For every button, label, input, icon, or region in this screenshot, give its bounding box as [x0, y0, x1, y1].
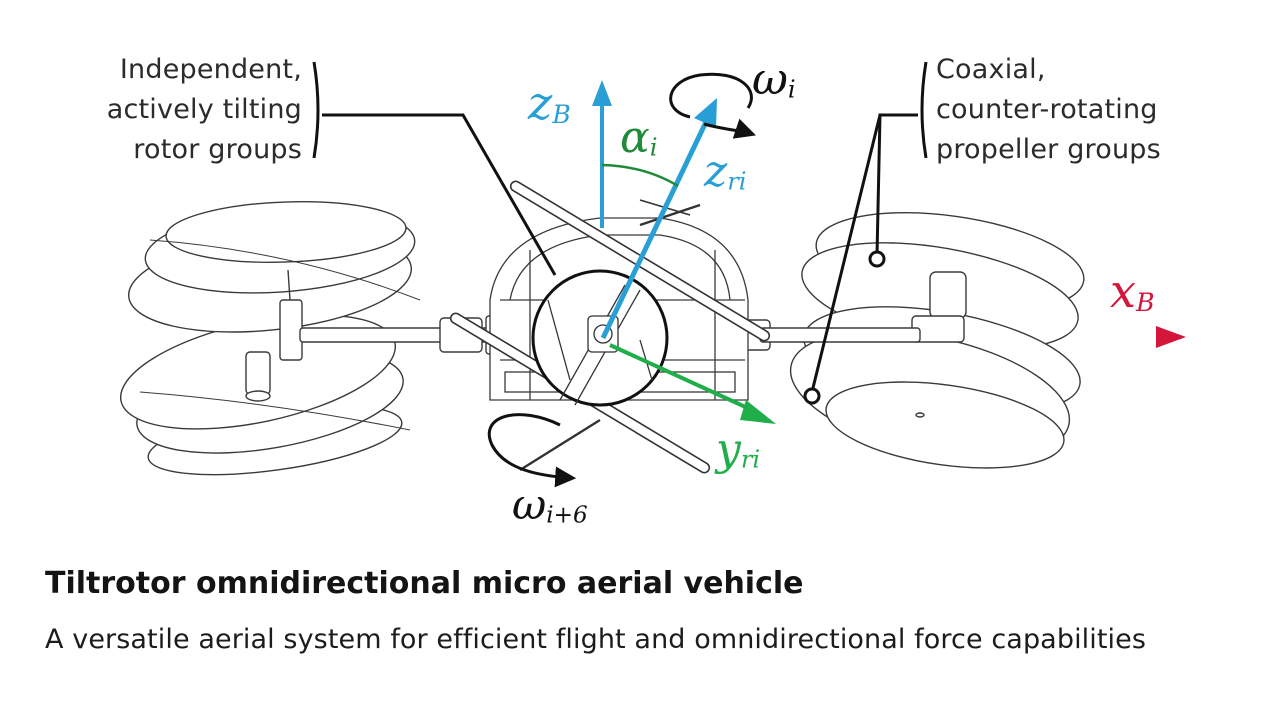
label-x-b-sub: B: [1135, 287, 1155, 317]
alpha-angle-arc: [601, 163, 679, 188]
label-x-b: xB: [1110, 268, 1155, 315]
label-x-b-main: x: [1110, 264, 1136, 318]
zri-axis-arrow: [600, 98, 717, 340]
right-annotation-bracket: [810, 61, 928, 393]
right-propeller-group: [789, 212, 1085, 469]
left-annotation-line-3: rotor groups: [133, 134, 302, 165]
label-z-ri: zri: [704, 150, 747, 194]
label-alpha-i: αi: [620, 116, 657, 160]
right-annotation-line-3: propeller groups: [936, 134, 1161, 165]
omega-i6-rotation-arrow: [487, 413, 577, 488]
zB-axis-arrow: [592, 80, 612, 228]
omega-i-rotation-arrow: [669, 72, 756, 139]
right-annotation-text: Coaxial, counter-rotating propeller grou…: [936, 50, 1161, 170]
label-z-b-sub: B: [552, 99, 571, 129]
left-annotation-line-2: actively tilting: [106, 94, 302, 125]
right-annotation-line-2: counter-rotating: [936, 94, 1158, 125]
label-z-ri-sub: ri: [727, 167, 747, 196]
label-omega-i6: ωi+6: [512, 484, 588, 528]
left-annotation-bracket: [312, 61, 557, 276]
label-y-ri-main: y: [716, 424, 741, 475]
label-alpha-i-sub: i: [649, 133, 658, 162]
label-y-ri-sub: ri: [740, 445, 761, 474]
xB-axis-arrow: [620, 326, 1186, 348]
label-z-b: zB: [528, 80, 571, 127]
caption-title: Tiltrotor omnidirectional micro aerial v…: [45, 566, 804, 601]
label-alpha-i-main: α: [620, 112, 650, 163]
label-omega-i6-main: ω: [512, 480, 547, 529]
label-omega-i-sub: i: [787, 75, 796, 104]
leader-dot-upper: [868, 250, 886, 268]
leader-dot-lower: [803, 387, 821, 405]
right-annotation-line-1: Coaxial,: [936, 54, 1046, 85]
left-annotation-line-1: Independent,: [119, 54, 302, 85]
label-omega-i6-sub: i+6: [546, 502, 588, 529]
left-annotation-text: Independent, actively tilting rotor grou…: [107, 50, 302, 170]
detail-magnifier: [531, 269, 669, 407]
label-omega-i-main: ω: [752, 54, 788, 105]
caption-subtitle: A versatile aerial system for efficient …: [45, 624, 1147, 655]
label-omega-i: ωi: [752, 58, 796, 102]
yri-axis-arrow: [609, 343, 776, 424]
label-y-ri: yri: [716, 428, 760, 472]
label-z-b-main: z: [528, 76, 553, 130]
label-z-ri-main: z: [704, 146, 728, 197]
left-propeller-group: [119, 201, 421, 476]
